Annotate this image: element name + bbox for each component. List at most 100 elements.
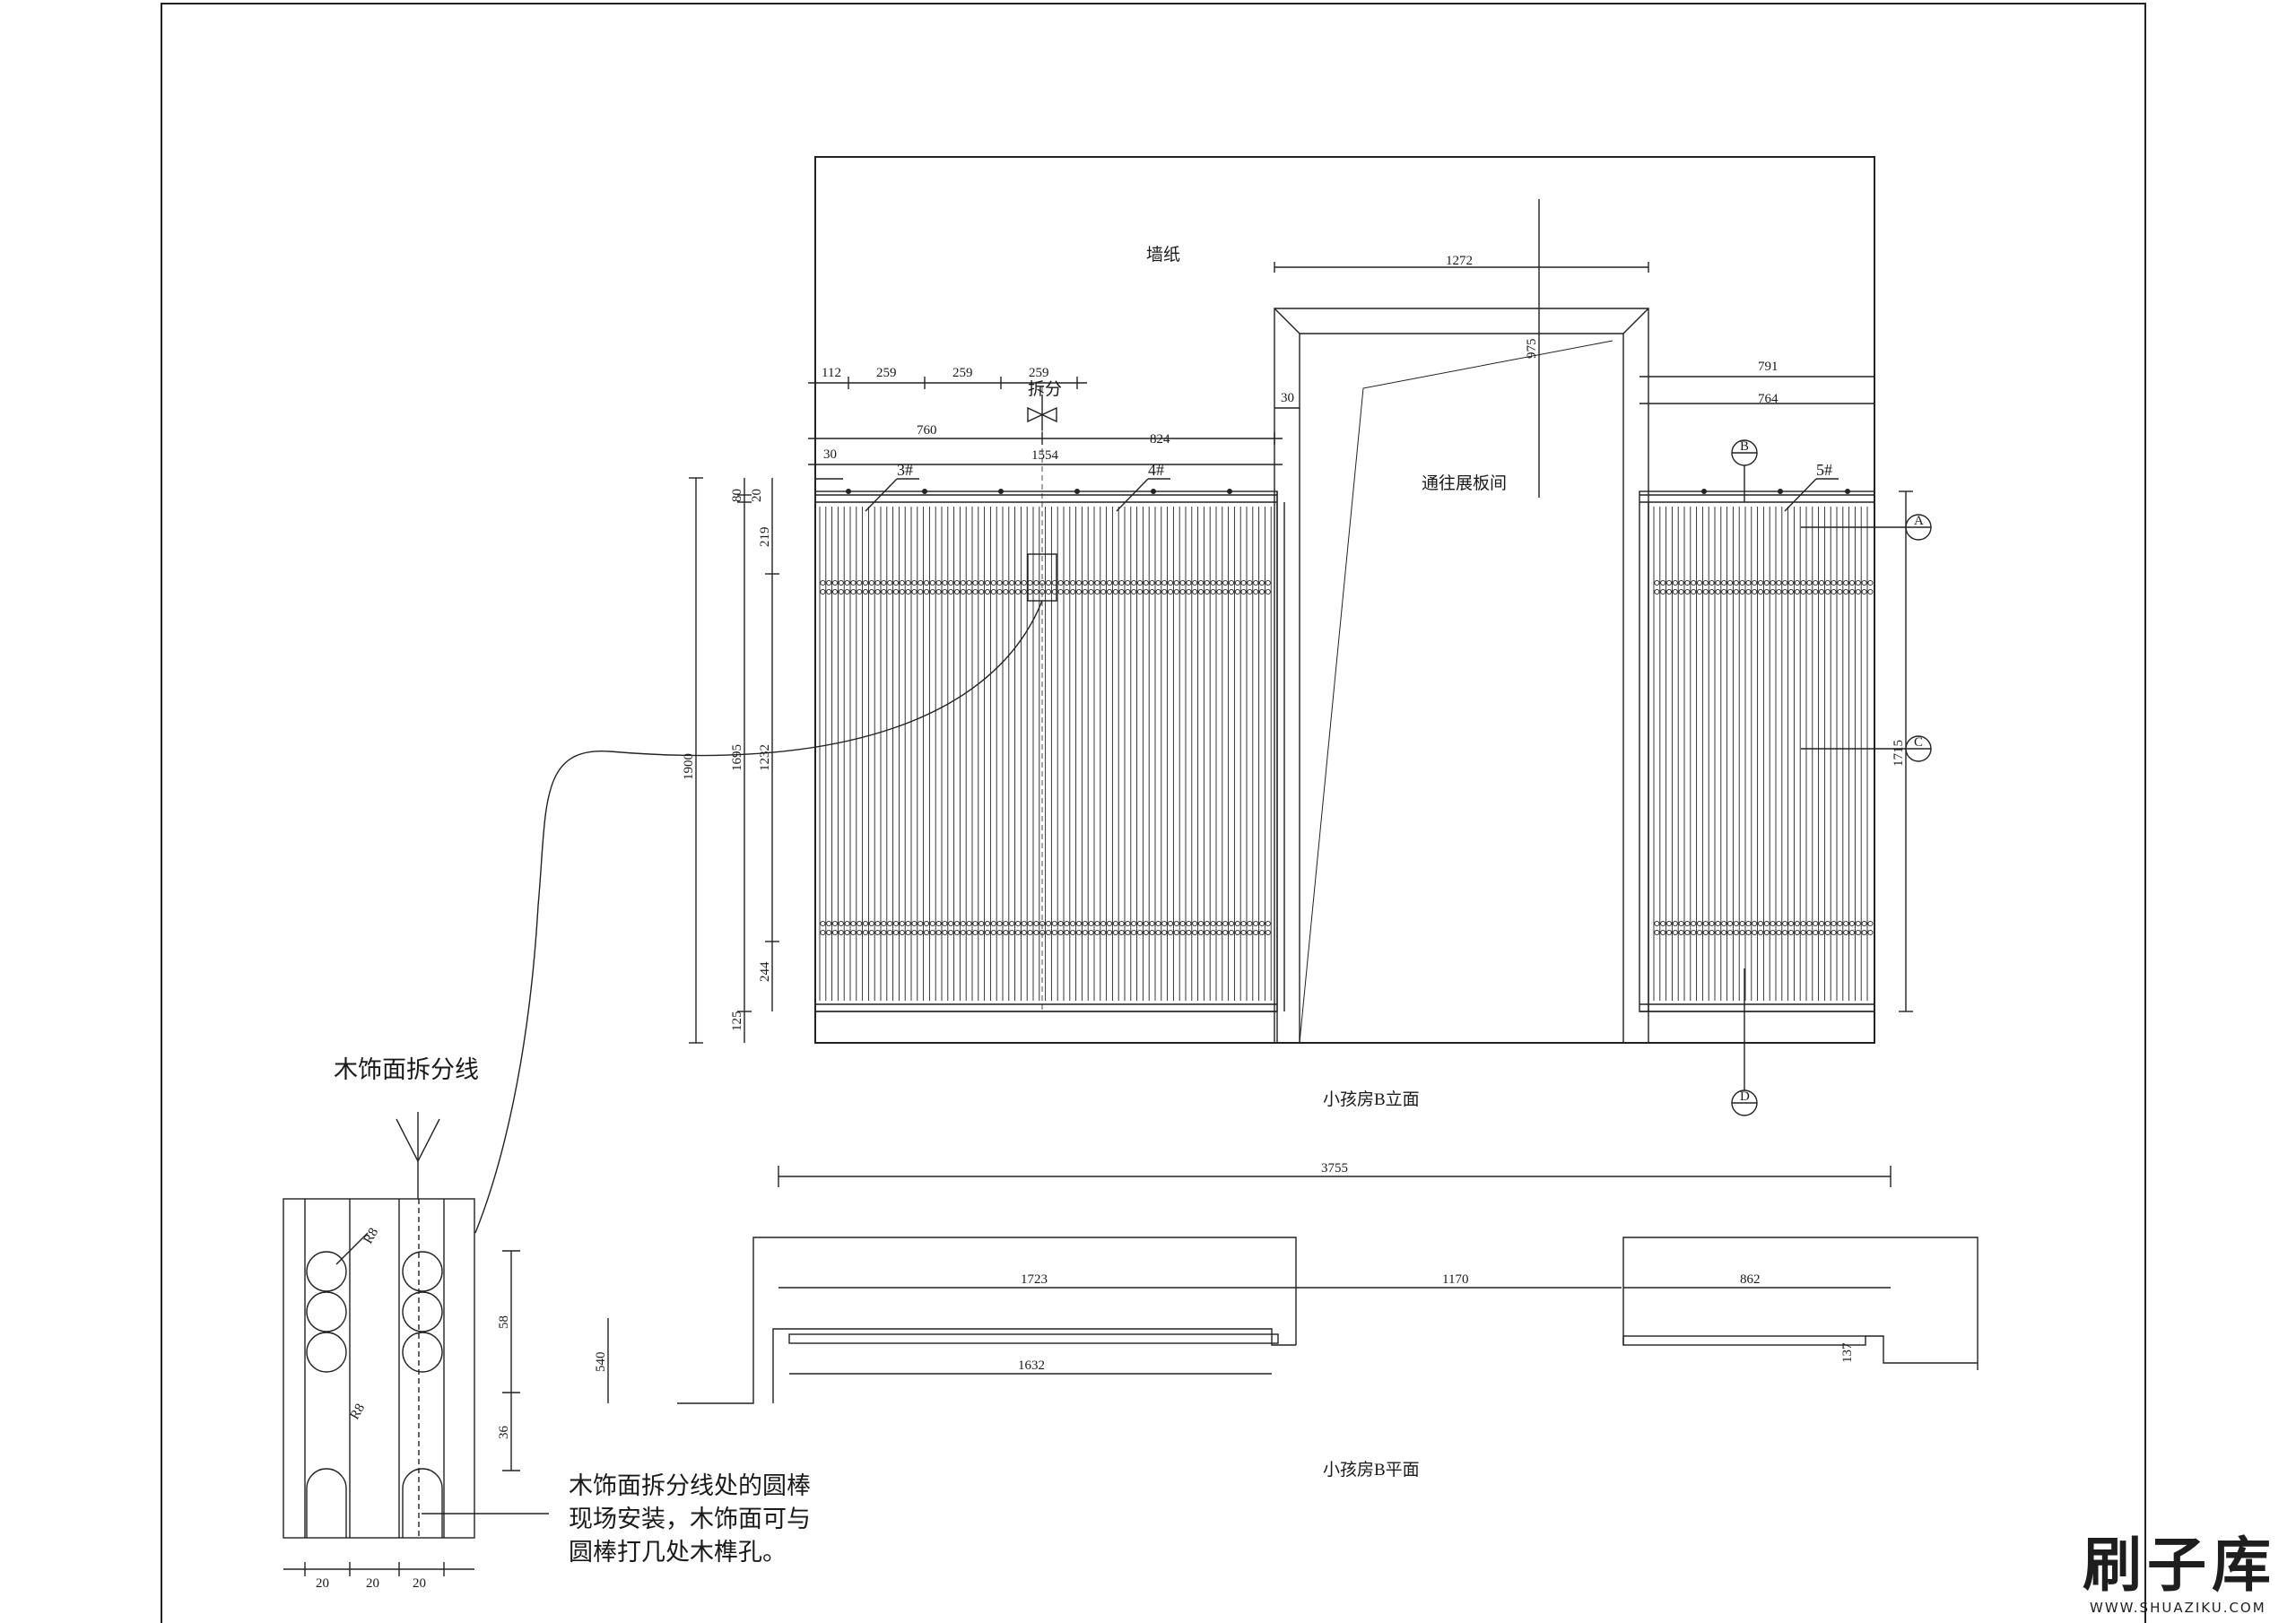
slat-dowel: [1757, 920, 1764, 927]
rail-screw: [1151, 489, 1156, 494]
slat-dowel: [1831, 579, 1837, 586]
slat-dowel: [1867, 588, 1874, 595]
slat-dowel: [1709, 588, 1715, 595]
slat-dowel: [1167, 579, 1174, 586]
slat-dowel: [887, 920, 893, 927]
slat-dowel: [1739, 588, 1745, 595]
slat-dowel: [966, 929, 972, 936]
slat-dowel: [1757, 579, 1764, 586]
slat-dowel: [1088, 929, 1094, 936]
slat-dowel: [1003, 920, 1009, 927]
slat-dowel: [1240, 929, 1247, 936]
slat-dowel: [1014, 579, 1022, 586]
slat-dowel: [1678, 929, 1684, 936]
slat-dowel: [1167, 929, 1174, 936]
slat-dowel: [990, 929, 996, 936]
slat-dowel: [918, 920, 924, 927]
slat-dowel: [1861, 929, 1867, 936]
slat-dowel: [953, 920, 961, 927]
slat-dowel: [1861, 588, 1867, 595]
slat-dowel: [820, 929, 826, 936]
slat-dowel: [978, 920, 985, 927]
plan-title: 小孩房B平面: [1323, 1460, 1420, 1480]
slat-dowel: [1800, 588, 1806, 595]
slat-dowel: [1216, 929, 1222, 936]
slat-dowel: [1045, 579, 1052, 586]
watermark-logo: 刷子库: [2083, 1531, 2276, 1600]
slat-dowel: [1057, 920, 1064, 927]
slat-dowel: [984, 588, 991, 595]
slat-dowel: [1167, 588, 1174, 595]
dim-824: 824: [1150, 432, 1170, 447]
slat-dowel: [911, 588, 918, 595]
slat-dowel: [1136, 579, 1144, 586]
watermark-url: WWW.SHUAZIKU.COM: [2090, 1600, 2266, 1616]
slat-dowel: [1222, 588, 1229, 595]
slat-dowel: [1112, 920, 1118, 927]
slat-dowel: [1155, 579, 1161, 586]
slats-right: [1653, 507, 1874, 1001]
slat-dowel: [1848, 588, 1856, 595]
slat-dowel: [1861, 579, 1867, 586]
slat-dowel: [1672, 929, 1678, 936]
dim-1715: 1715: [1892, 740, 1906, 767]
slat-dowel: [1770, 929, 1776, 936]
slat-dowel: [857, 588, 863, 595]
dim-125: 125: [730, 1011, 744, 1032]
slat-dowel: [1855, 929, 1861, 936]
wallpaper-label: 墙纸: [1146, 245, 1180, 265]
rail-screw: [846, 489, 851, 494]
slat-dowel: [990, 579, 996, 586]
slat-dowel: [899, 579, 905, 586]
slat-dowel: [1770, 579, 1776, 586]
note-line-1: 木饰面拆分线处的圆棒: [569, 1472, 811, 1499]
slat-dowel: [1064, 929, 1070, 936]
slat-dowel: [1240, 588, 1247, 595]
slat-dowel: [1665, 920, 1673, 927]
wall-outline: [814, 156, 1875, 1044]
slat-dowel: [1702, 929, 1709, 936]
slat-dowel: [942, 920, 948, 927]
slat-dowel: [1837, 929, 1843, 936]
slat-dowel: [850, 579, 857, 586]
slat-dowel: [1831, 929, 1837, 936]
panel-tag-4: 4#: [1148, 461, 1164, 479]
slat-dowel: [984, 579, 991, 586]
slat-dowel: [1696, 579, 1703, 586]
dim-1272: 1272: [1446, 254, 1473, 268]
slat-dowel: [1660, 588, 1666, 595]
slat-dowel: [1654, 588, 1660, 595]
slat-dowel: [948, 920, 954, 927]
split-symbol: [1027, 406, 1057, 423]
slat-dowel: [1678, 920, 1684, 927]
slat-dowel: [1192, 588, 1198, 595]
slat-dowel: [899, 920, 905, 927]
slat-dowel: [1143, 588, 1149, 595]
dim-r8a: R8: [361, 1226, 382, 1246]
slat-dowel: [1787, 920, 1795, 927]
slat-dowel: [874, 929, 881, 936]
slat-dowel: [1118, 920, 1125, 927]
slat-dowel: [1672, 920, 1678, 927]
slat-dowel: [1186, 929, 1192, 936]
slat-dowel: [1094, 579, 1100, 586]
slat-dowel: [899, 929, 905, 936]
dim-112: 112: [822, 366, 841, 380]
slat-dowel: [862, 579, 869, 586]
slat-dowel: [820, 588, 826, 595]
slat-dowel: [1715, 929, 1721, 936]
slat-dowel: [1003, 588, 1009, 595]
slat-dowel: [1837, 588, 1843, 595]
slat-dowel: [923, 920, 930, 927]
slat-dowel: [874, 588, 881, 595]
slat-dowel: [1118, 579, 1125, 586]
slat-dowel: [1776, 929, 1782, 936]
slat-dowel: [1136, 920, 1144, 927]
slat-dowel: [1179, 579, 1186, 586]
slat-dowel: [868, 588, 874, 595]
dim-244: 244: [758, 961, 772, 982]
slat-dowel: [1228, 579, 1235, 586]
plan-view: [607, 1166, 1979, 1404]
slat-dowel: [1813, 579, 1819, 586]
